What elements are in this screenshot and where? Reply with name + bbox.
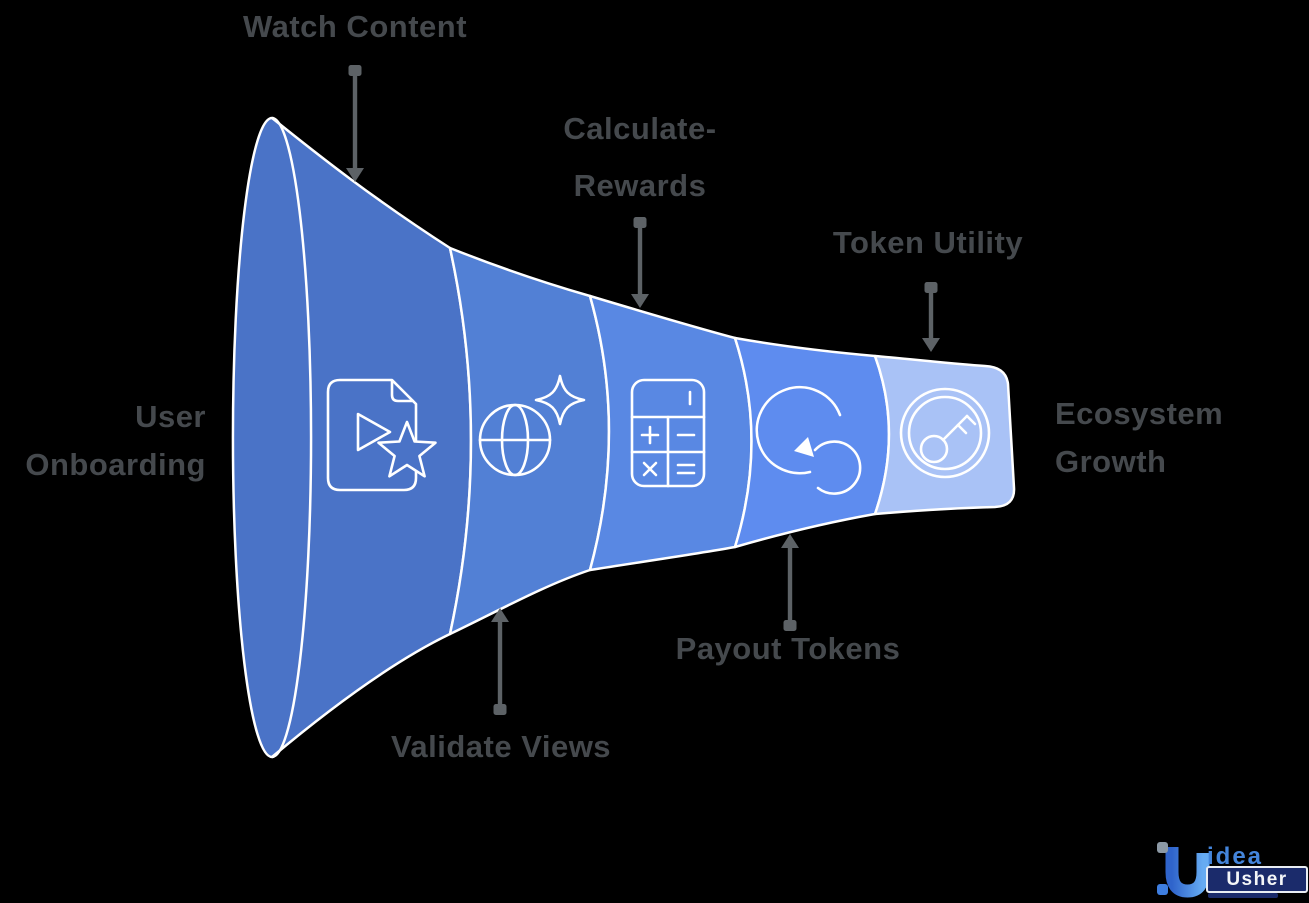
logo-dot-gray [1157,842,1168,853]
logo-word2-box: Usher [1206,866,1308,893]
label-calculate-rewards: Calculate- Rewards [520,100,760,214]
funnel-body [231,116,1016,759]
calculator-icon [630,378,706,488]
validate-views-connector [491,608,509,715]
funnel-segment-token-utility [873,354,1016,516]
label-calculate-rewards-line1: Calculate- [563,111,717,146]
logo-tagline-bar [1208,893,1278,898]
refresh-icon [755,385,862,495]
calculate-rewards-connector [631,217,649,308]
label-watch-content: Watch Content [242,9,468,44]
token-utility-connector [922,282,940,352]
label-ecosystem-growth: Ecosystem Growth [1055,390,1305,486]
logo-word1: idea [1207,843,1264,870]
key-icon [899,387,991,479]
logo-u-mark [1165,847,1210,898]
label-token-utility: Token Utility [832,225,1024,260]
label-calculate-rewards-line2: Rewards [573,168,707,203]
funnel-segment-calculate-rewards [588,294,753,572]
watch-content-connector [346,65,364,182]
brand-logo: idea Usher [1150,836,1309,903]
video-file-star-icon [326,378,437,492]
logo-word2: Usher [1226,868,1288,890]
payout-tokens-connector [781,534,799,631]
label-validate-views: Validate Views [390,729,612,764]
funnel-segment-watch-content [231,116,473,759]
globe-sparkle-icon [478,374,586,477]
funnel-mouth-rim [271,116,313,759]
label-user-onboarding-line1: User [135,399,206,434]
label-user-onboarding-line2: Onboarding [25,447,206,482]
label-ecosystem-growth-line2: Growth [1055,444,1167,479]
label-user-onboarding: User Onboarding [0,393,206,489]
label-payout-tokens: Payout Tokens [675,631,901,666]
label-ecosystem-growth-line1: Ecosystem [1055,396,1224,431]
logo-dot-blue [1157,884,1168,895]
